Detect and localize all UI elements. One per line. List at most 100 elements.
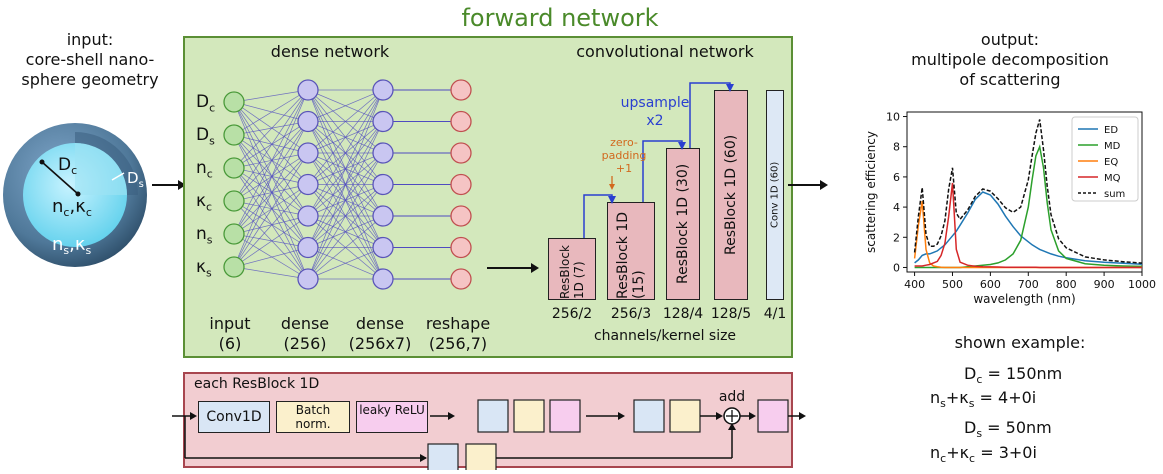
input-caption-line-2: core-shell nano- [25,50,155,69]
dense-connection [233,200,309,217]
output-caption-line-2: multipole decomposition [911,50,1109,69]
example-line-dc: Dc = 150nm [964,364,1063,387]
resblock-7: ResBlock 1D (7) [548,238,596,300]
legend-entry: sum [1104,189,1125,200]
x-tick-label: 600 [980,278,1001,291]
dense-connection [233,101,309,122]
reshape-node [450,110,472,133]
dense-node [297,142,319,164]
y-axis-label: scattering efficiency [864,131,878,253]
dense-connection [233,152,309,202]
layer-caption-input: input (6) [205,314,255,354]
input-arrow [152,180,186,190]
dense-node [297,110,319,133]
output-caption-line-3: of scattering [959,70,1061,89]
core-diameter-label: Dc [58,155,77,177]
dense-connection [233,101,309,217]
dense-connection [233,200,309,248]
x-tick-label: 800 [1056,278,1077,291]
dense-connection [233,184,309,235]
core-material-label: nc,κc [52,196,92,219]
x-tick-label: 1000 [1128,278,1156,291]
spec-resblock-60: 128/5 [710,306,752,322]
dense-connection [233,233,309,248]
series-line-md [914,144,1143,269]
core-diameter-line [41,161,79,195]
dense-connection [233,121,309,136]
forward-network-title: forward network [461,4,659,32]
dense-connection [233,266,309,280]
x-tick-label: 900 [1094,278,1115,291]
spec-resblock-15: 256/3 [610,306,652,322]
dense-connection [233,152,309,268]
leaky-relu-op: leaky ReLU [356,401,428,433]
input-node [223,124,245,146]
layer-size: (256) [283,334,327,353]
dense-node [372,268,394,290]
dense-connection [233,152,309,169]
resblock-60: ResBlock 1D (60) [714,90,748,300]
legend-entry: MD [1104,141,1121,152]
layer-caption-reshape: reshape (256,7) [418,314,498,354]
dense-node [297,173,319,196]
legend-entry: MQ [1104,173,1121,184]
reshape-node [450,79,472,101]
dense-node [297,79,319,101]
dense-connection [233,89,309,103]
dense-node [297,268,319,290]
reshape-node [450,236,472,259]
shell-diameter-label: Ds [127,169,144,190]
x-axis-label: wavelength (nm) [973,292,1075,306]
dense-connection [233,134,309,248]
spec-conv1d: 4/1 [763,306,787,322]
input-node [223,157,245,179]
dense-connection [233,134,309,280]
upsample-connectors [583,82,734,238]
zero-padding-note: zero- padding +1 [594,136,654,175]
dense-connection [233,121,309,169]
dense-to-conv-arrow [487,263,539,273]
output-arrow [788,180,828,190]
dense-connection [233,134,309,217]
reshape-node [450,205,472,227]
dense-connection [307,152,384,280]
layer-size: (256x7) [348,334,412,353]
example-title: shown example: [954,333,1086,352]
x-tick-label: 500 [942,278,963,291]
dense-connection [233,101,309,154]
conv1d-op: Conv1D [198,401,270,433]
dense-network-title: dense network [270,42,390,61]
layer-caption-dense-1: dense (256) [275,314,335,354]
resblock-15: ResBlock 1D (15) [607,202,655,300]
x-tick-label: 400 [904,278,925,291]
reshape-node [450,173,472,196]
shell-material-label: ns,κs [52,234,92,257]
series-line-ed [914,191,1143,265]
example-line-ns: ns+κs = 4+0i [930,388,1037,411]
legend-entry: ED [1104,125,1118,136]
dense-connection [233,167,309,217]
dense-node [372,110,394,133]
dense-connection [307,89,384,154]
dense-connection [233,89,309,169]
input-var-kc: κc [196,191,213,214]
y-tick-label: 8 [893,141,900,154]
input-caption-line-3: sphere geometry [21,70,159,89]
input-caption-line-1: input: [66,30,114,49]
resblock-diagram [172,399,806,470]
dense-connection [233,215,309,235]
dense-node [372,79,394,101]
dense-connection [233,121,309,268]
layer-name: dense [280,314,330,333]
legend-box [1071,116,1139,202]
example-line-nc: nc+κc = 3+0i [930,442,1037,465]
input-caption: input: core-shell nano- sphere geometry [0,30,180,90]
add-label: add [718,389,746,405]
padding-line: padding [601,149,647,162]
dense-connection [307,121,384,280]
dense-connection [307,89,384,280]
input-variable-labels: Dc Ds nc κc ns κs [196,92,226,290]
y-tick-label: 4 [893,201,900,214]
spec-resblock-7: 256/2 [551,306,593,322]
block-label: ResBlock 1D (7) [558,245,586,299]
